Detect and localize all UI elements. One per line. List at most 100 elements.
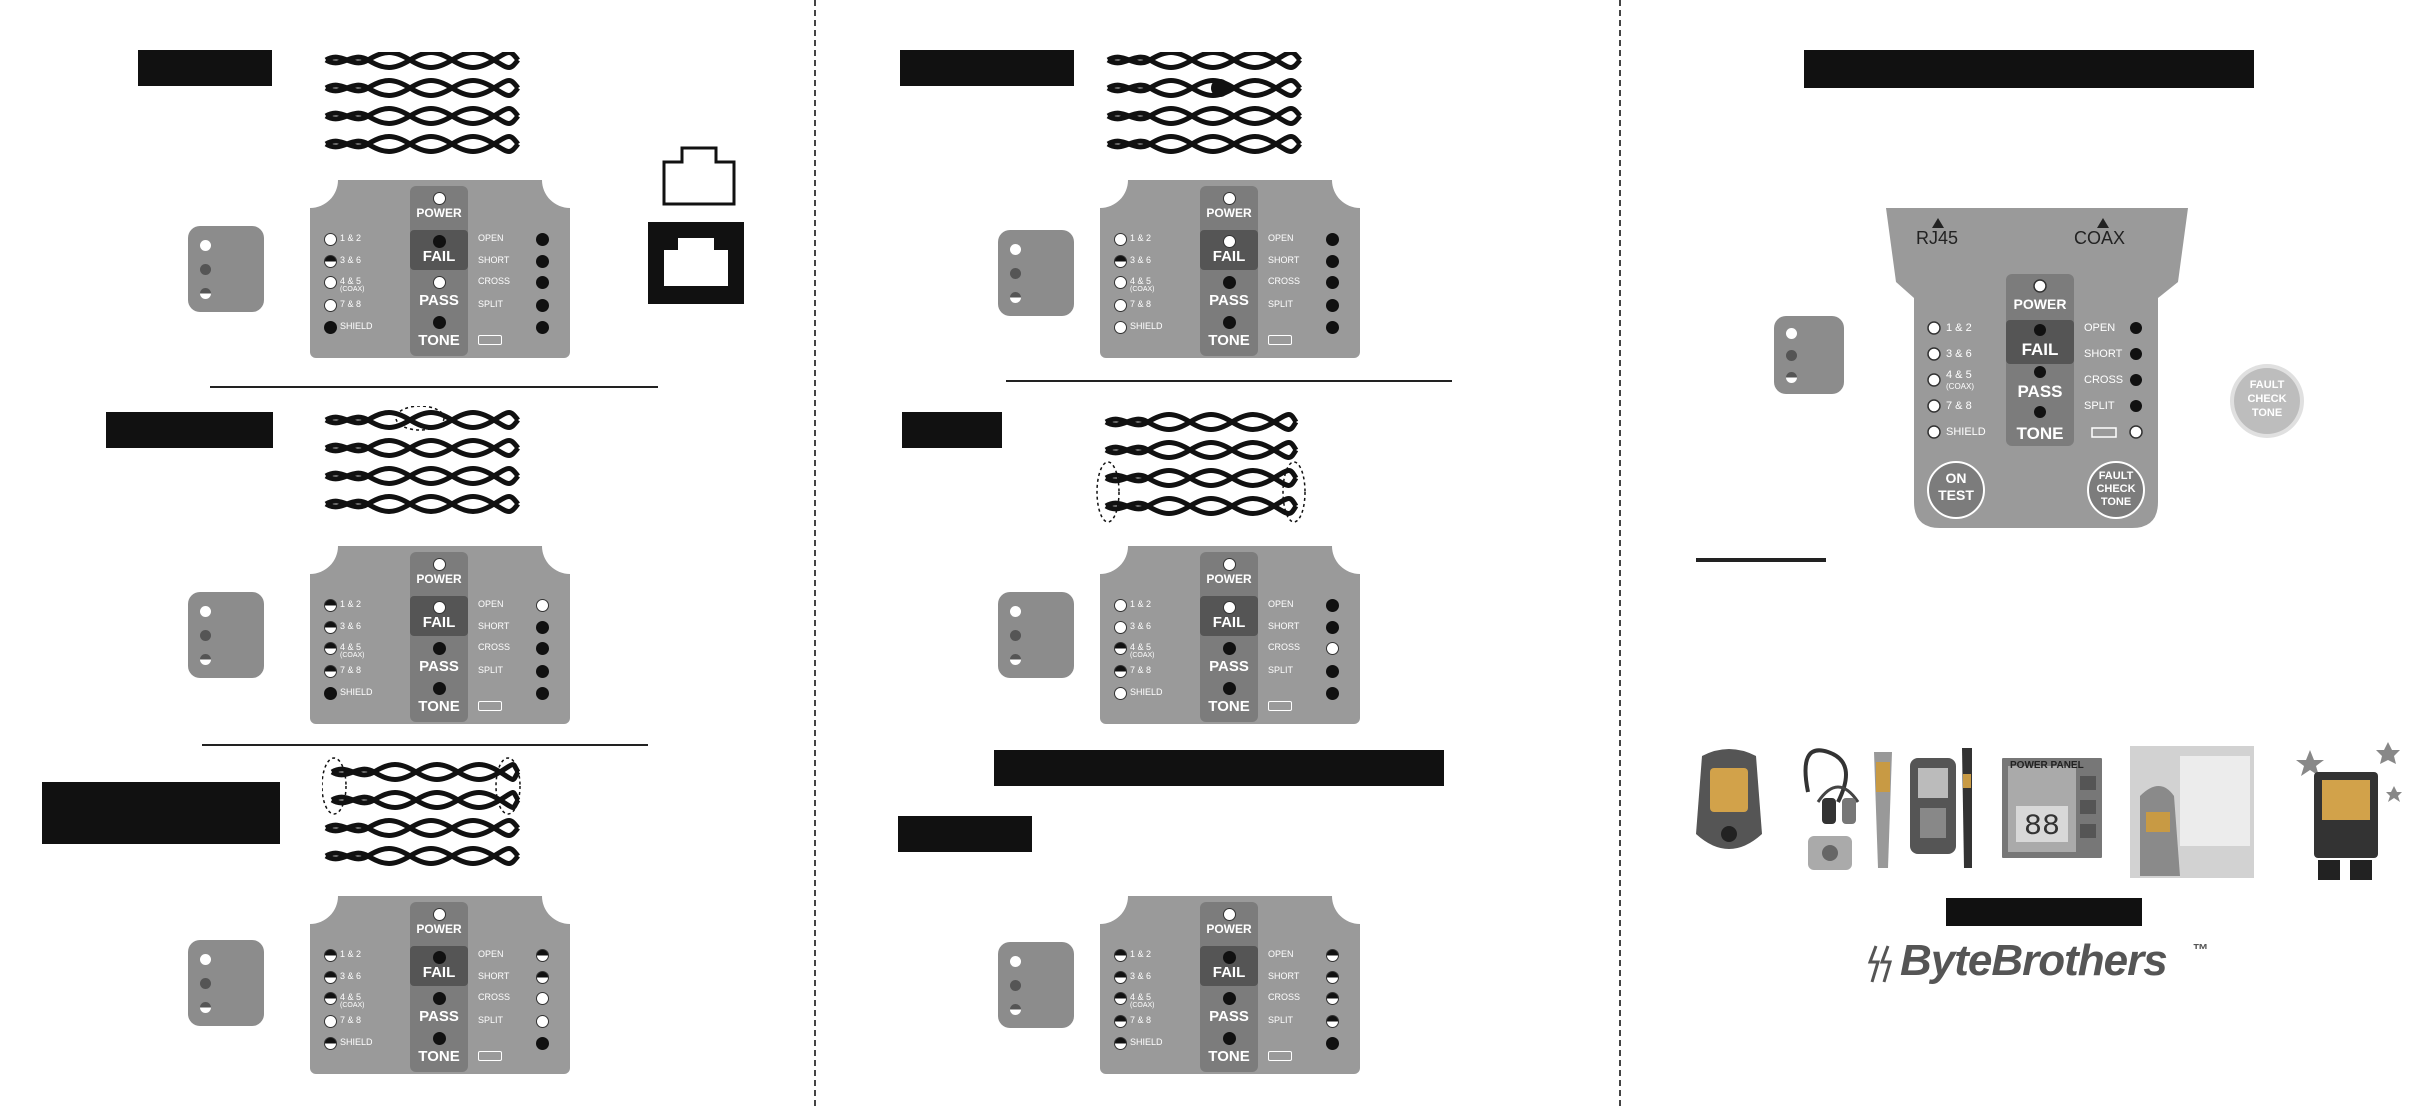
- tone-probe-kit-product-image: [1803, 748, 1892, 870]
- fault-led: [1326, 599, 1339, 612]
- fault-check-label-3: TONE: [2100, 496, 2132, 508]
- power-label: POWER: [416, 572, 462, 586]
- fault-check-tone-button[interactable]: FAULT CHECK TONE: [2088, 470, 2144, 509]
- led-legend: [998, 942, 1074, 1028]
- fault-label: CROSS: [478, 276, 511, 286]
- pass-label: PASS: [1209, 1008, 1249, 1025]
- pair-label: 1 & 2: [1130, 949, 1152, 959]
- power-led: [1223, 908, 1236, 921]
- fault-label: OPEN: [478, 949, 504, 959]
- fault-led: [1326, 321, 1339, 334]
- pair-led: [1114, 687, 1127, 700]
- pair-led: [1114, 599, 1127, 612]
- column-divider-2: [1619, 0, 1621, 1106]
- led-legend: [998, 592, 1074, 678]
- fault-label: SPLIT: [2084, 400, 2115, 412]
- pair-led: [324, 992, 337, 1005]
- tone-led: [1223, 316, 1236, 329]
- tone-label: TONE: [1208, 1048, 1250, 1065]
- pair-led: [324, 599, 337, 612]
- pair-led: [324, 665, 337, 678]
- pair-led: [1114, 665, 1127, 678]
- fault-label: SHORT: [478, 255, 510, 265]
- twisted-pair-cable-diagram: [324, 406, 520, 514]
- section-heading-bar: [42, 782, 280, 844]
- brand-heading-bar: [1946, 898, 2142, 926]
- fault-led: [536, 1037, 549, 1050]
- fault-led: [1326, 276, 1339, 289]
- pair-label: 7 & 8: [1130, 665, 1152, 675]
- tone-led: [433, 682, 446, 695]
- coax-sub-label: (COAX): [340, 286, 365, 293]
- network-tester-product-image: [1910, 748, 1972, 868]
- tester-with-papers-product-image: [2130, 746, 2254, 878]
- pair-label: 3 & 6: [1130, 971, 1152, 981]
- lightning-bolt-icon: [1867, 945, 1893, 983]
- pair-led: [324, 1037, 337, 1050]
- pass-label: PASS: [419, 1008, 459, 1025]
- fail-label: FAIL: [1212, 248, 1246, 265]
- coax-sub-label: (COAX): [1130, 652, 1155, 659]
- pair-label: 4 & 5: [1130, 992, 1152, 1002]
- section-heading-bar: [106, 412, 273, 448]
- rj45-jack-icon: [648, 222, 744, 304]
- tone-led: [433, 1032, 446, 1045]
- fault-label: CROSS: [1268, 642, 1301, 652]
- pair-label: SHIELD: [1946, 426, 1986, 438]
- power-label: POWER: [1206, 922, 1252, 936]
- on-test-button[interactable]: ON TEST: [1928, 470, 1984, 504]
- fault-led: [536, 642, 549, 655]
- pair-led: [1114, 299, 1127, 312]
- fault-led: [1326, 1015, 1339, 1028]
- pair-led: [324, 321, 337, 334]
- fault-led: [1326, 621, 1339, 634]
- signature-handheld-product-image: [2296, 742, 2402, 880]
- fault-label: SPLIT: [478, 299, 504, 309]
- tone-led: [1223, 1032, 1236, 1045]
- twisted-pair-cable-diagram: [1096, 412, 1306, 523]
- side-button-label-3: TONE: [2251, 407, 2283, 419]
- fault-led: [536, 276, 549, 289]
- pair-led: [1114, 1015, 1127, 1028]
- pair-label: 4 & 5: [340, 276, 362, 286]
- pass-label: PASS: [419, 292, 459, 309]
- pair-label: 4 & 5: [1946, 369, 1972, 381]
- twisted-pair-cable-diagram: [324, 52, 520, 154]
- tone-label: TONE: [418, 698, 460, 715]
- fault-led: [1326, 299, 1339, 312]
- on-test-label-2: TEST: [1938, 487, 1974, 503]
- power-led: [1223, 192, 1236, 205]
- pass-led: [1223, 642, 1236, 655]
- pair-label: SHIELD: [1130, 687, 1163, 697]
- power-label: POWER: [416, 922, 462, 936]
- led-legend: [188, 940, 264, 1026]
- fail-led: [1223, 951, 1236, 964]
- large-tester-panel: RJ45 COAX POWER FAIL PASS TONE 1 & 2 3 &…: [1878, 202, 2196, 532]
- pass-led: [433, 642, 446, 655]
- section-heading-bar: [994, 750, 1444, 786]
- power-led: [1223, 558, 1236, 571]
- coax-sub-label: (COAX): [340, 652, 365, 659]
- fault-label: SHORT: [478, 971, 510, 981]
- led-legend: [188, 592, 264, 678]
- power-label: POWER: [1206, 206, 1252, 220]
- side-button-label-1: FAULT: [2249, 379, 2285, 391]
- pair-led: [1114, 621, 1127, 634]
- pair-label: 7 & 8: [1946, 400, 1972, 412]
- brand-logo-text: ByteBrothers: [1900, 936, 2168, 985]
- fault-led: [536, 299, 549, 312]
- pair-led: [324, 949, 337, 962]
- tone-label: TONE: [2016, 424, 2064, 443]
- pair-led: [324, 255, 337, 268]
- fault-led: [536, 992, 549, 1005]
- fault-led: [1326, 665, 1339, 678]
- rj45-port-label: RJ45: [1916, 228, 1959, 248]
- power-led: [433, 558, 446, 571]
- coax-port-label: COAX: [2074, 228, 2126, 248]
- pair-led: [1114, 949, 1127, 962]
- coax-sub-label: (COAX): [340, 1002, 365, 1009]
- fault-led: [1326, 971, 1339, 984]
